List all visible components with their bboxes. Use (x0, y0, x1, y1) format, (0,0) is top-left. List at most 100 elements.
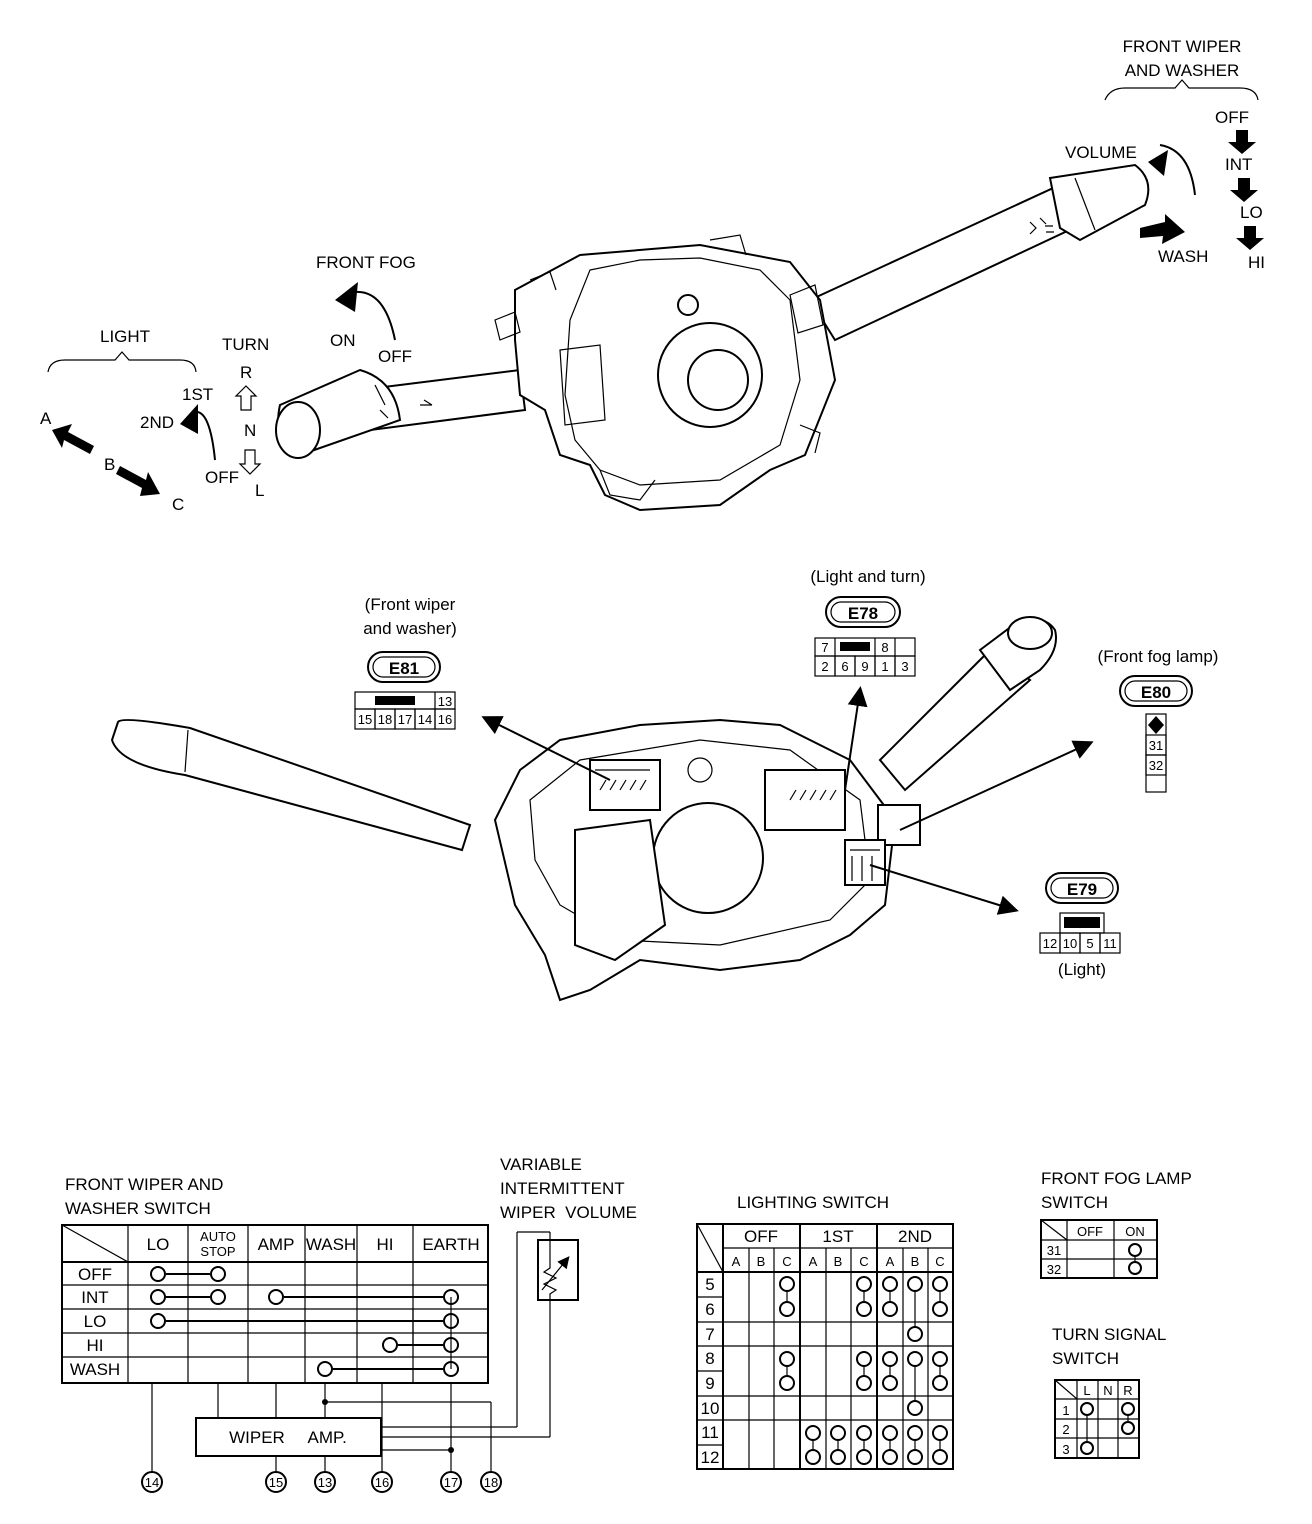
e78-bottom-row: 2 6 9 1 3 (814, 655, 916, 677)
lighting-row: 8 (705, 1349, 714, 1368)
e78-badge (825, 596, 901, 628)
wiper-int-label: INT (1225, 155, 1252, 174)
terminal: 15 (269, 1475, 283, 1490)
fog-labels: FRONT FOG ON OFF (316, 253, 416, 366)
subcol: C (935, 1254, 944, 1269)
e78-pin: 6 (841, 659, 848, 674)
wiper-connections (150, 1266, 459, 1377)
e81-pin: 16 (438, 712, 452, 727)
subcol: A (732, 1254, 741, 1269)
e81-desc-l1: (Front wiper (365, 595, 456, 614)
e79-id: E79 (1067, 880, 1097, 899)
fog-switch-table: FRONT FOG LAMP SWITCH OFF ON 31 32 (1040, 1169, 1192, 1279)
subcol: C (782, 1254, 791, 1269)
fog-table-title-l2: SWITCH (1041, 1193, 1108, 1212)
variable-volume: VARIABLE INTERMITTENT WIPER VOLUME (500, 1155, 637, 1301)
fog-row-31: 31 (1047, 1243, 1061, 1258)
wiper-table-title-l2: WASHER SWITCH (65, 1199, 211, 1218)
wiper-lo-label: LO (1240, 203, 1263, 222)
col-auto: AUTO (200, 1229, 236, 1244)
connector-e79: E79 12 10 5 11 (Light) (1039, 872, 1121, 979)
fog-off-label: OFF (378, 347, 412, 366)
top-switch-illustration (275, 163, 1150, 512)
e78-pin: 1 (881, 659, 888, 674)
row-int: INT (81, 1288, 108, 1307)
wiper-table-title-l1: FRONT WIPER AND (65, 1175, 223, 1194)
e79-pin: 12 (1043, 936, 1057, 951)
curved-arrow-icon (335, 282, 358, 312)
curved-arrow-icon (1148, 150, 1168, 176)
col-hi: HI (377, 1235, 394, 1254)
e81-pin: 17 (398, 712, 412, 727)
row-off: OFF (78, 1265, 112, 1284)
subcol: B (757, 1254, 766, 1269)
lighting-switch-table: LIGHTING SWITCH OFF 1ST 2ND A B C A B C (696, 1193, 954, 1470)
wiper-wiring: WIPER AMP. (151, 1231, 551, 1472)
group-1st: 1ST (822, 1227, 853, 1246)
wiper-switch-table: FRONT WIPER AND WASHER SWITCH LO AUTO ST… (61, 1175, 551, 1493)
connector-pointer-arrows (481, 686, 1094, 915)
turn-col-r: R (1123, 1383, 1132, 1398)
e81-id: E81 (389, 659, 419, 678)
fog-on-label: ON (330, 331, 356, 350)
lighting-row: 11 (701, 1423, 719, 1442)
turn-l-label: L (255, 481, 264, 500)
group-2nd: 2ND (898, 1227, 932, 1246)
turn-row: 1 (1062, 1403, 1069, 1418)
e80-desc: (Front fog lamp) (1098, 647, 1219, 666)
arrow-up-icon (234, 385, 258, 411)
fog-col-on: ON (1125, 1224, 1145, 1239)
light-turn-labels: LIGHT TURN R N L 1ST 2ND OFF A B C (40, 327, 269, 514)
terminal: 13 (318, 1475, 332, 1490)
e81-pin-13: 13 (438, 694, 452, 709)
key-marker-icon (1148, 716, 1164, 734)
e80-id: E80 (1141, 683, 1171, 702)
wiper-amp-label: WIPER AMP. (229, 1428, 347, 1447)
wiper-terminals: 14 15 13 16 17 18 (141, 1471, 502, 1493)
subcol: C (859, 1254, 868, 1269)
lighting-connections (779, 1276, 948, 1465)
e79-pin: 10 (1063, 936, 1077, 951)
turn-label: TURN (222, 335, 269, 354)
turn-row: 3 (1062, 1442, 1069, 1457)
connector-e80: (Front fog lamp) E80 31 32 (1098, 647, 1219, 793)
turn-row: 2 (1062, 1422, 1069, 1437)
volume-label-l1: VARIABLE (500, 1155, 582, 1174)
volume-label-l3: WIPER VOLUME (500, 1203, 637, 1222)
terminal: 16 (375, 1475, 389, 1490)
col-amp: AMP (258, 1235, 295, 1254)
front-fog-label: FRONT FOG (316, 253, 416, 272)
lighting-row: 7 (705, 1325, 714, 1344)
turn-table-title-l2: SWITCH (1052, 1349, 1119, 1368)
curved-arrow-icon (180, 404, 198, 434)
arrow-down-icon (1230, 178, 1258, 202)
subcol: B (834, 1254, 843, 1269)
e81-pin: 18 (378, 712, 392, 727)
lighting-table-title: LIGHTING SWITCH (737, 1193, 889, 1212)
terminal: 18 (484, 1475, 498, 1490)
e79-desc: (Light) (1058, 960, 1106, 979)
position-b-label: B (104, 455, 115, 474)
col-wash: WASH (306, 1235, 356, 1254)
row-hi: HI (87, 1336, 104, 1355)
turn-n-label: N (244, 421, 256, 440)
col-stop: STOP (200, 1244, 235, 1259)
e78-desc: (Light and turn) (810, 567, 925, 586)
e80-pin-32: 32 (1149, 758, 1163, 773)
col-earth: EARTH (422, 1235, 479, 1254)
e78-pin-8: 8 (881, 640, 888, 655)
e79-badge (1045, 872, 1119, 904)
e81-pin: 14 (418, 712, 432, 727)
e81-badge (367, 651, 441, 683)
light-off-label: OFF (205, 468, 239, 487)
col-lo: LO (147, 1235, 170, 1254)
subcol: A (809, 1254, 818, 1269)
e78-pin: 2 (821, 659, 828, 674)
terminal: 17 (444, 1475, 458, 1490)
e80-pin-31: 31 (1149, 738, 1163, 753)
e80-badge (1119, 675, 1193, 707)
arrow-down-icon (1236, 226, 1264, 250)
fog-col-off: OFF (1077, 1224, 1103, 1239)
wiper-hi-label: HI (1248, 253, 1265, 272)
